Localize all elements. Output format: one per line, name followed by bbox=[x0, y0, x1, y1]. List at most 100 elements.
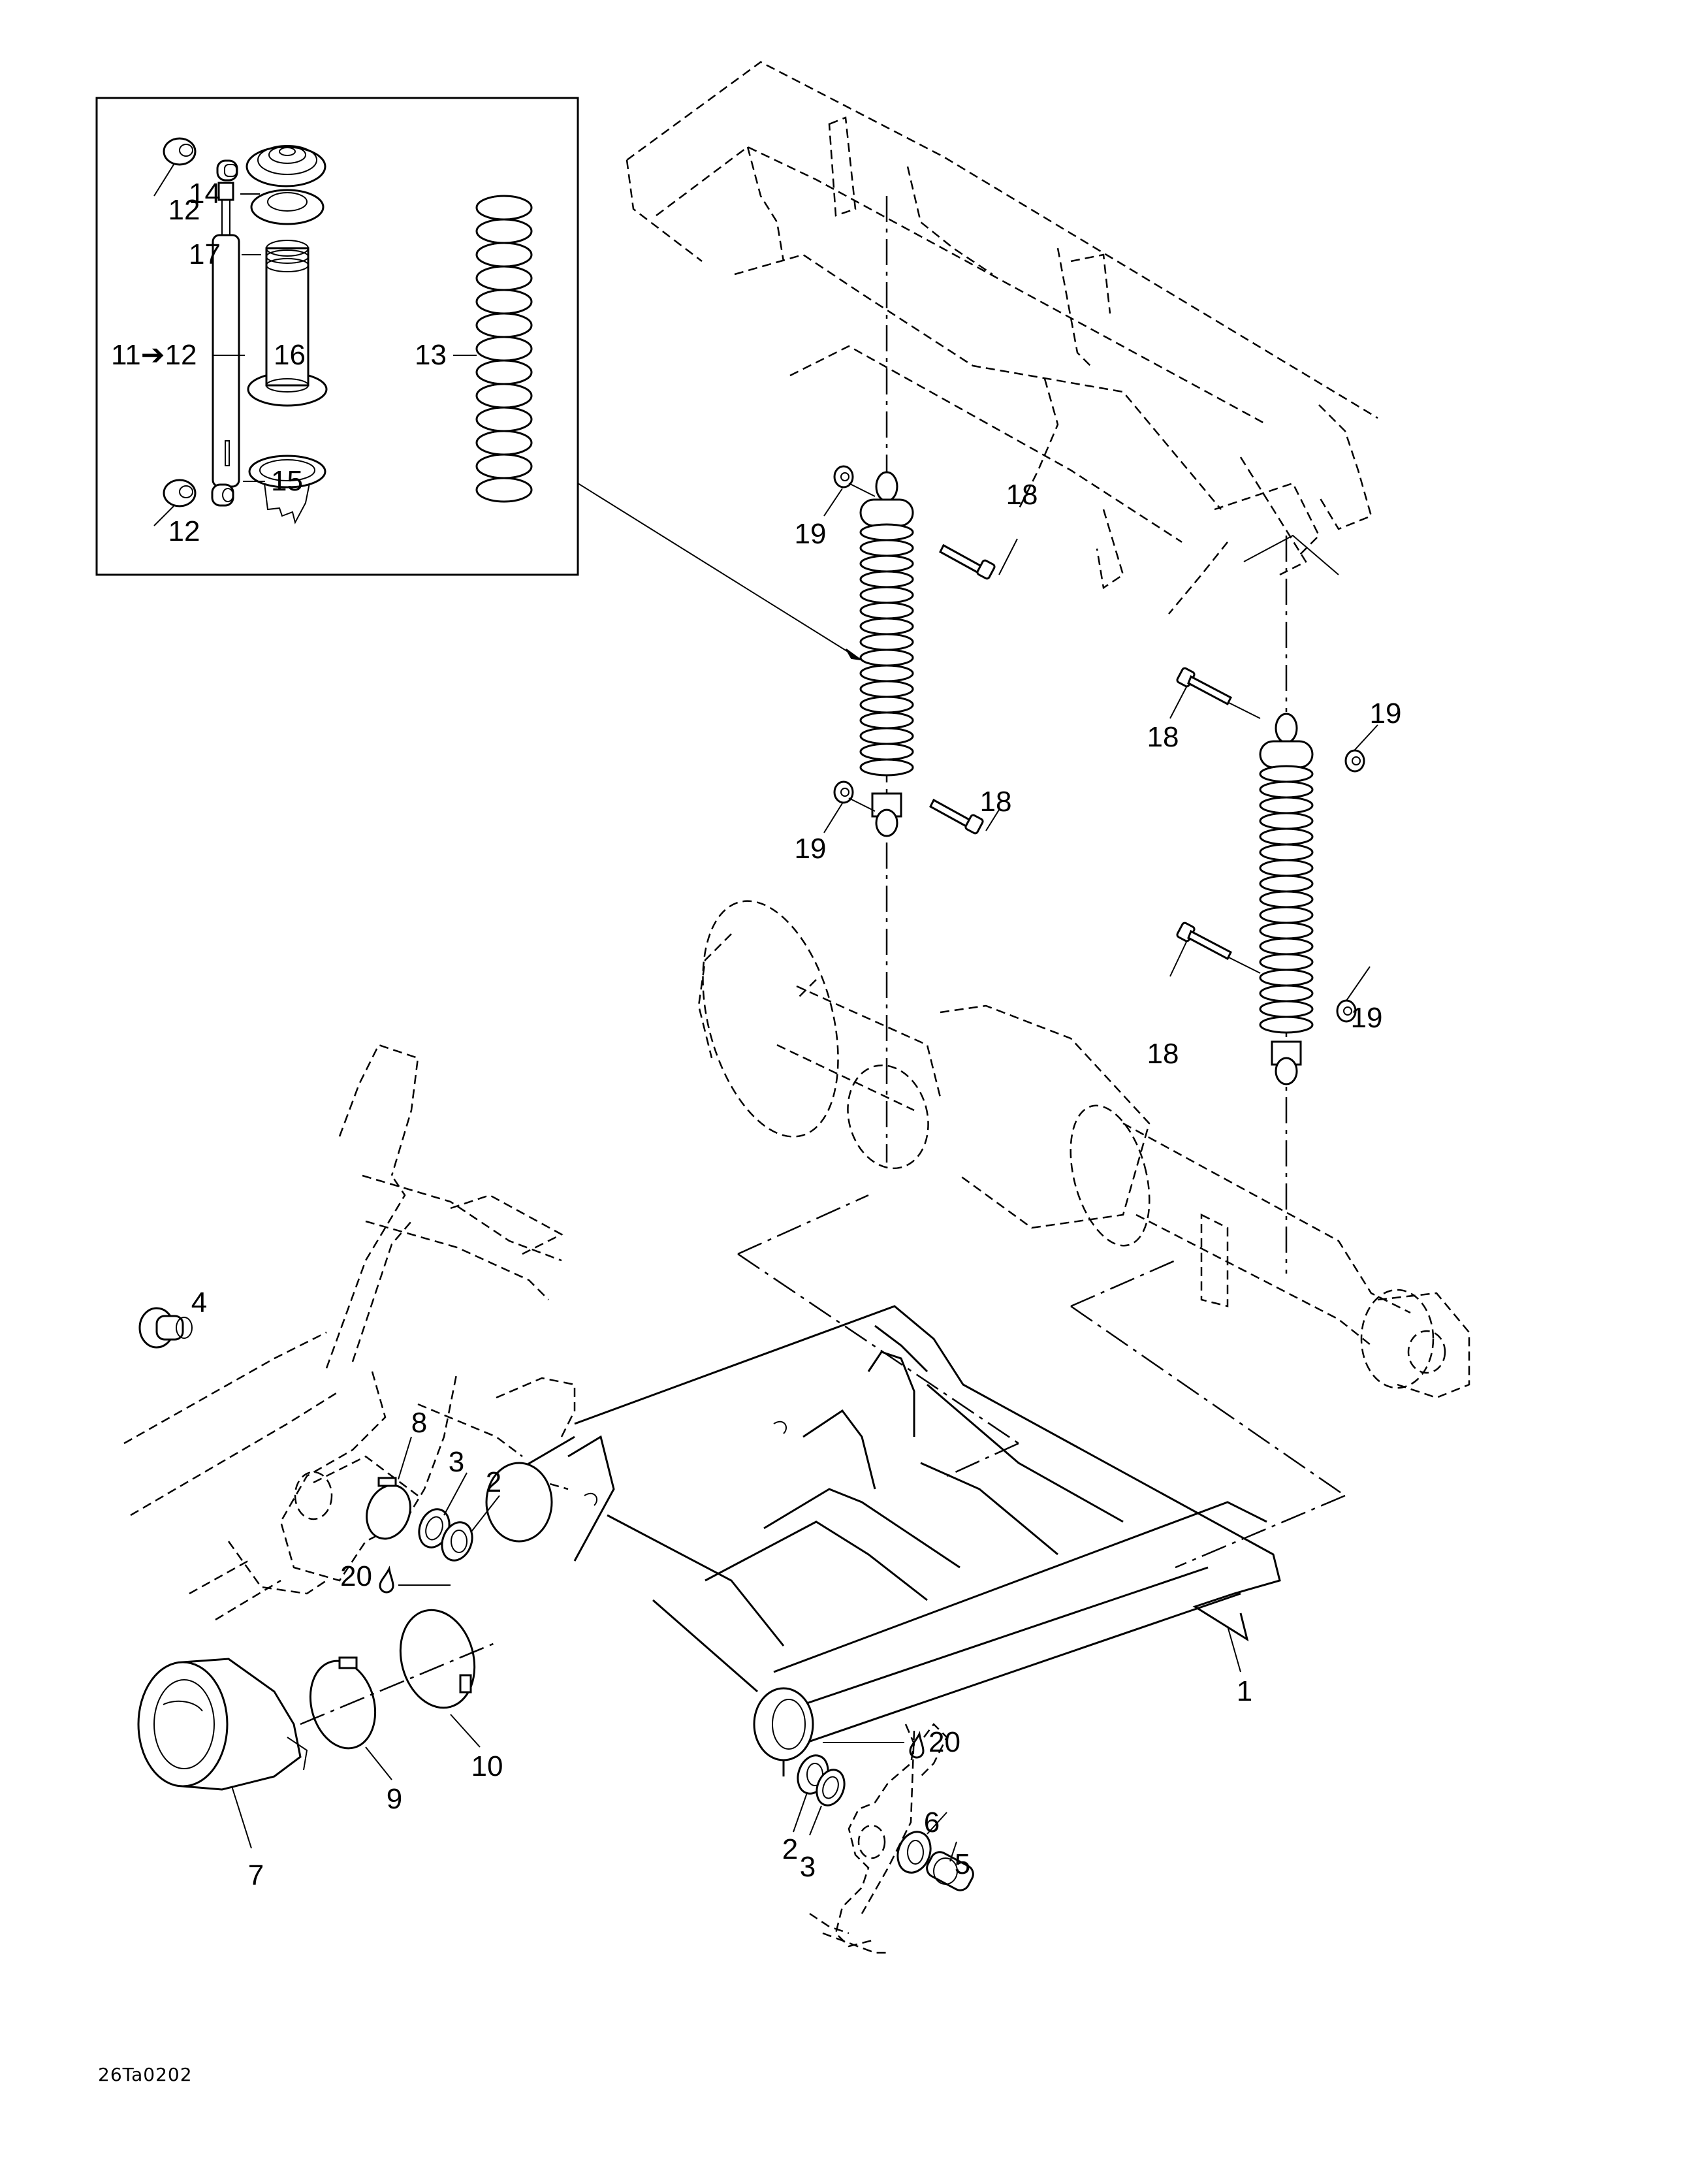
clamp-9 bbox=[309, 1656, 377, 1750]
plug-4 bbox=[138, 1307, 193, 1349]
callout-19: 19 bbox=[795, 833, 827, 865]
spring-coil bbox=[859, 758, 914, 777]
nut-19-b bbox=[833, 780, 854, 804]
callout-5: 5 bbox=[955, 1848, 970, 1880]
spring-coil bbox=[859, 586, 914, 604]
shock-assembly-left bbox=[859, 471, 914, 837]
nut-19-d bbox=[1336, 999, 1357, 1023]
spring-coil bbox=[1259, 1016, 1314, 1034]
swing-arm bbox=[485, 1305, 1281, 1776]
assembly-guide-lines bbox=[737, 1194, 1346, 1569]
spring-coil bbox=[475, 265, 533, 291]
spring-coil bbox=[859, 696, 914, 714]
callout-4: 4 bbox=[191, 1287, 207, 1319]
shock-eye-bottom bbox=[1275, 1057, 1298, 1085]
callout-2: 2 bbox=[782, 1833, 798, 1865]
callout-9: 9 bbox=[387, 1783, 402, 1815]
shock-eye-top bbox=[875, 471, 898, 502]
spring-coil bbox=[859, 727, 914, 745]
spring-coil bbox=[1259, 906, 1314, 924]
spring-coil bbox=[475, 477, 533, 503]
callout-14: 14 bbox=[189, 178, 221, 210]
callout-7: 7 bbox=[248, 1859, 264, 1891]
bolt-18-c bbox=[1176, 667, 1232, 706]
callout-19: 19 bbox=[1370, 698, 1402, 730]
seal-3-right bbox=[816, 1769, 846, 1807]
bolt-18-d bbox=[1176, 922, 1232, 961]
bump-stop-boot bbox=[247, 240, 328, 407]
callout-13: 13 bbox=[415, 339, 447, 371]
callout-1: 1 bbox=[1237, 1675, 1252, 1707]
callout-18: 18 bbox=[1006, 479, 1038, 511]
spring-coil bbox=[475, 430, 533, 456]
callout-18: 18 bbox=[1147, 721, 1179, 753]
lower-spring-seat bbox=[248, 455, 326, 524]
assembly-centerlines bbox=[885, 196, 1288, 1274]
bushing-bottom bbox=[163, 479, 197, 507]
callout-18: 18 bbox=[980, 786, 1012, 818]
callout-3: 3 bbox=[449, 1446, 464, 1478]
shock-cap bbox=[859, 498, 914, 527]
rear-frame bbox=[626, 61, 1378, 615]
spring-coil bbox=[859, 523, 914, 541]
shock-eye-top bbox=[1275, 713, 1298, 744]
rear-axle bbox=[697, 900, 1470, 1399]
spring-coil bbox=[475, 406, 533, 432]
callout-19: 19 bbox=[1351, 1002, 1383, 1034]
spring-coil bbox=[1259, 827, 1314, 846]
clamp-10 bbox=[399, 1609, 476, 1709]
spring-coil bbox=[475, 218, 533, 244]
nut-19-c bbox=[1344, 749, 1365, 773]
bearing-2-left bbox=[441, 1521, 473, 1562]
spring-coil bbox=[475, 242, 533, 268]
spring-coil bbox=[475, 312, 533, 338]
spring-coil bbox=[859, 711, 914, 730]
spring-coil bbox=[475, 195, 533, 221]
figure-code: 26Ta0202 bbox=[98, 2064, 193, 2085]
bolt-18-a bbox=[939, 543, 996, 580]
callout-12-top: 12 bbox=[168, 194, 200, 226]
callout-19: 19 bbox=[795, 518, 827, 550]
spring-coil bbox=[475, 383, 533, 409]
callout-20: 20 bbox=[928, 1726, 960, 1758]
spring-coil bbox=[1259, 780, 1314, 799]
callout-20: 20 bbox=[340, 1560, 372, 1592]
spring-coil bbox=[859, 539, 914, 557]
spring-coil bbox=[1259, 984, 1314, 1003]
bolt-18-b bbox=[929, 798, 984, 835]
inset-border bbox=[95, 97, 579, 576]
spring-coil bbox=[1259, 922, 1314, 940]
spring-coil bbox=[859, 554, 914, 573]
upper-spring-seat bbox=[246, 145, 326, 187]
callout-12-bottom: 12 bbox=[168, 515, 200, 547]
spring-coil bbox=[1259, 812, 1314, 830]
inset-box: 12 14 17 11➔12 16 13 12 15 bbox=[95, 97, 579, 576]
spring-coil bbox=[1259, 859, 1314, 877]
spring-retainer bbox=[250, 189, 325, 225]
left-frame-side bbox=[123, 1044, 576, 1621]
spring-coil bbox=[859, 664, 914, 682]
boot-7 bbox=[137, 1658, 308, 1791]
spring-coil bbox=[475, 289, 533, 315]
spring-coil bbox=[1259, 1000, 1314, 1018]
callout-3: 3 bbox=[800, 1851, 816, 1883]
callout-2: 2 bbox=[486, 1466, 501, 1498]
spring-coil bbox=[475, 453, 533, 479]
coil-spring bbox=[475, 195, 533, 503]
shock-eye-bottom bbox=[875, 809, 898, 837]
callout-6: 6 bbox=[924, 1807, 940, 1839]
callout-8: 8 bbox=[411, 1407, 427, 1439]
spring-coil bbox=[1259, 843, 1314, 861]
spring-coil bbox=[859, 633, 914, 651]
spring-coil bbox=[859, 570, 914, 588]
callout-16: 16 bbox=[274, 339, 306, 371]
spring-coil bbox=[859, 649, 914, 667]
oil-drop-icon bbox=[379, 1566, 394, 1594]
spring-coil bbox=[1259, 765, 1314, 783]
callout-15: 15 bbox=[271, 465, 303, 497]
spring-coil bbox=[859, 602, 914, 620]
spring-coil bbox=[1259, 953, 1314, 971]
inset-pointer-arrow bbox=[577, 483, 861, 660]
spring-coil bbox=[859, 617, 914, 635]
